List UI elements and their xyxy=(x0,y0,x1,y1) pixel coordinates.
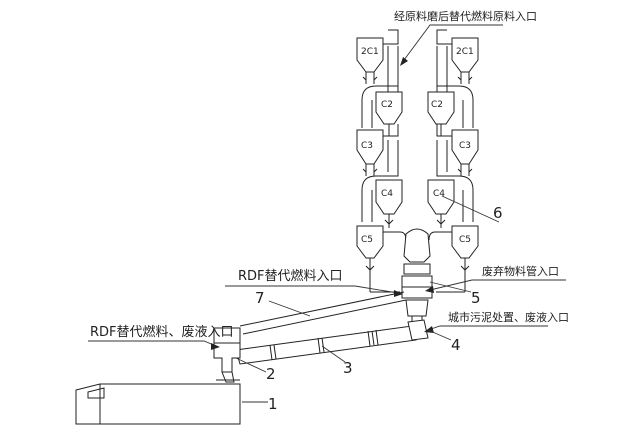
callout-7: 7 xyxy=(255,289,265,307)
right-cyclone-c3: C3 xyxy=(436,124,479,176)
leader-6 xyxy=(441,195,500,223)
annotation-sludge-inlet: 城市污泥处置、废液入口 xyxy=(448,310,569,324)
right-label-2c1: 2C1 xyxy=(456,47,474,57)
leader-3 xyxy=(321,345,346,363)
annotation-waste-pipe-inlet: 废弃物料管入口 xyxy=(482,264,559,278)
tertiary-air-duct xyxy=(239,291,407,335)
leader-5 xyxy=(429,281,472,293)
left-label-c4: C4 xyxy=(381,189,393,199)
left-label-c3: C3 xyxy=(361,141,373,151)
grate-cooler xyxy=(75,379,241,425)
callout-2: 2 xyxy=(266,365,276,383)
right-cyclone-2c1: 2C1 xyxy=(451,37,479,84)
right-label-c3: C3 xyxy=(459,141,471,151)
left-cyclone-2c1: 2C1 xyxy=(356,37,384,84)
left-preheater-string: 2C1 C2 C3 C4 xyxy=(356,29,407,292)
callout-5: 5 xyxy=(471,289,481,307)
left-label-2c1: 2C1 xyxy=(361,47,379,57)
left-cyclone-c5: C5 xyxy=(356,225,407,292)
left-label-c5: C5 xyxy=(361,235,373,245)
leader-rdf-calciner xyxy=(225,285,403,297)
annotation-rdf-calciner-inlet: RDF替代燃料入口 xyxy=(238,268,343,284)
leader-4 xyxy=(427,329,452,341)
callout-6: 6 xyxy=(493,204,503,222)
right-preheater-string: 2C1 C2 C3 C4 xyxy=(427,29,479,292)
annotation-rdf-kiln-inlet: RDF替代燃料、废液入口 xyxy=(90,324,234,340)
left-cyclone-c3: C3 xyxy=(356,124,399,176)
rotary-kiln xyxy=(235,319,429,365)
right-label-c2: C2 xyxy=(431,100,443,110)
leader-2 xyxy=(235,357,267,373)
callout-4: 4 xyxy=(451,336,461,354)
right-label-c4: C4 xyxy=(433,189,445,199)
left-cyclone-c4: C4 xyxy=(361,140,403,228)
leader-sludge xyxy=(424,325,548,333)
right-cyclone-c2: C2 xyxy=(427,85,474,136)
leader-rdf-kiln xyxy=(88,340,220,350)
leader-top-inlet xyxy=(400,24,503,66)
right-cyclone-c5: C5 xyxy=(428,225,479,292)
calciner xyxy=(370,228,465,330)
left-label-c2: C2 xyxy=(381,100,393,110)
callout-1: 1 xyxy=(268,395,278,413)
leader-waste-pipe xyxy=(425,279,566,293)
kiln-hood xyxy=(213,327,241,383)
annotation-top-inlet: 经原料磨后替代燃料原料入口 xyxy=(394,9,537,23)
callout-3: 3 xyxy=(343,359,353,377)
leader-7 xyxy=(268,300,311,317)
left-cyclone-c2: C2 xyxy=(361,85,403,136)
right-label-c5: C5 xyxy=(459,235,471,245)
